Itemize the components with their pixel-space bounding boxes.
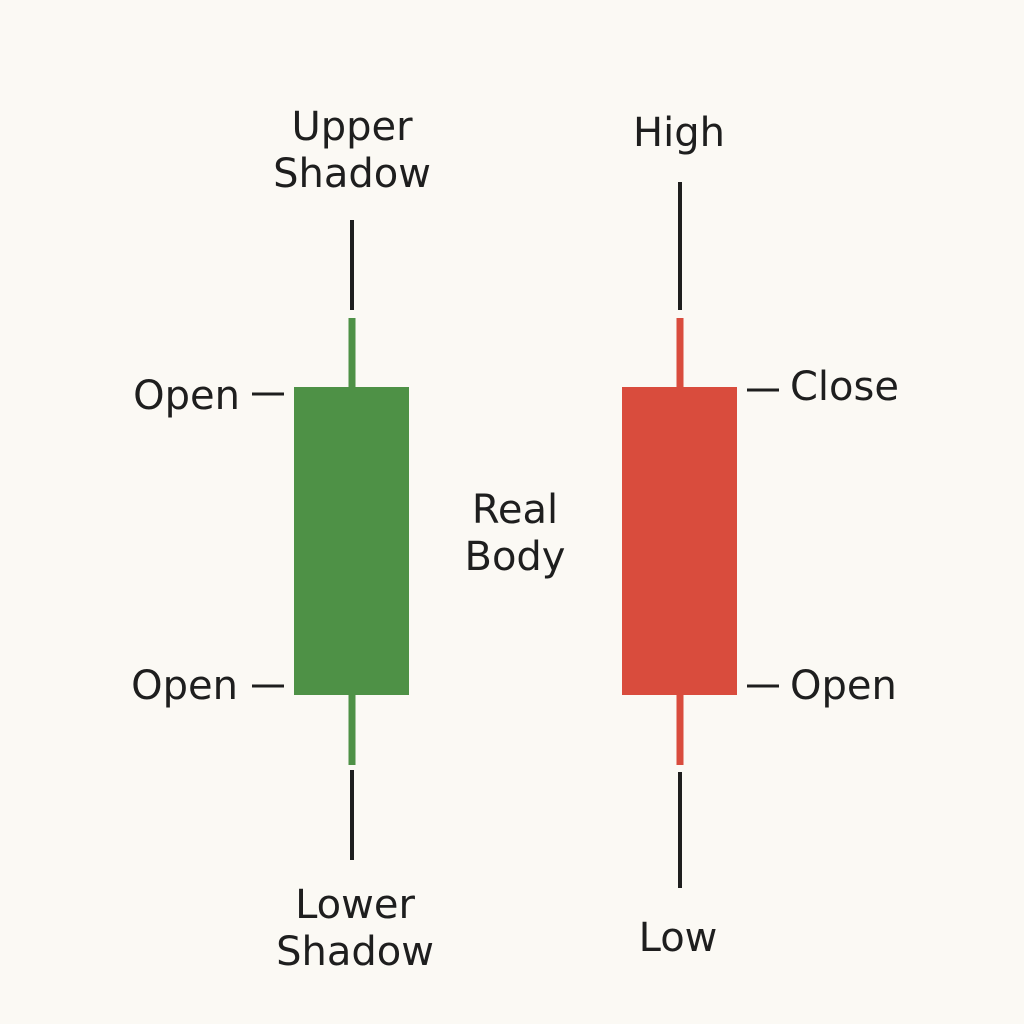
- real-body-label-line2: Body: [465, 534, 566, 580]
- upper-shadow-label-line1: Upper: [291, 104, 413, 150]
- bull-bottom-label: Open: [131, 663, 238, 709]
- low-label: Low: [639, 915, 718, 961]
- bull-top-label: Open: [133, 373, 240, 419]
- lower-shadow-label-line2: Shadow: [276, 929, 434, 975]
- bearish-real-body: [622, 387, 737, 695]
- real-body-label-line1: Real: [472, 487, 558, 533]
- bullish-real-body: [294, 387, 409, 695]
- lower-shadow-label-line1: Lower: [295, 882, 415, 928]
- bullish-candle: [252, 220, 409, 860]
- close-label: Close: [790, 364, 899, 410]
- high-label: High: [633, 110, 725, 156]
- upper-shadow-label-line2: Shadow: [273, 151, 431, 197]
- bearish-candle: [622, 182, 779, 888]
- bear-open-label: Open: [790, 663, 897, 709]
